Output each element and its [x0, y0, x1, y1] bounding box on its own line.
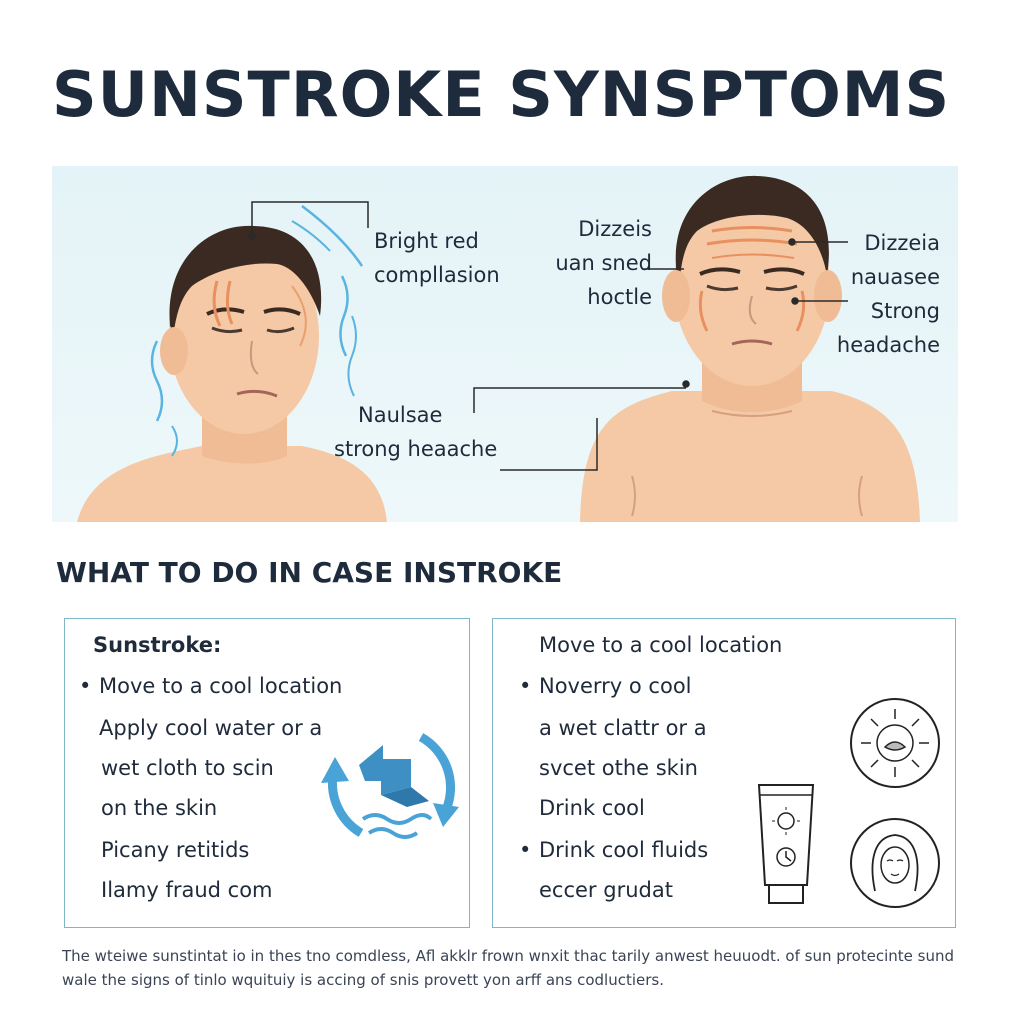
list-item: Move to a cool location — [99, 674, 343, 698]
footnote-line: wale the signs of tinlo wquituiy is acci… — [62, 971, 664, 989]
footnote: The wteiwe sunstintat io in thes tno com… — [62, 944, 962, 992]
list-item: Ilamy fraud com — [101, 878, 273, 902]
list-item: on the skin — [101, 796, 218, 820]
list-item: Drink cool — [539, 796, 645, 820]
bullet: • — [519, 838, 532, 862]
list-item: Move to a cool location — [539, 633, 783, 657]
footnote-line: The wteiwe sunstintat io in thes tno com… — [62, 947, 955, 965]
symptom-label-complexion: Bright red compllasion — [374, 229, 500, 287]
woman-face-icon — [850, 818, 940, 908]
list-item: eccer grudat — [539, 878, 673, 902]
right-man-figure — [580, 175, 920, 522]
list-item: Noverry o cool — [539, 674, 692, 698]
callout-lines — [248, 201, 848, 471]
symptom-label-nausea-left: Naulsae strong heaache — [334, 403, 498, 461]
list-item: Apply cool water or a — [99, 716, 323, 740]
symptom-illustration-panel: Bright red compllasion Naulsae strong he… — [52, 166, 958, 522]
left-advice-card: Sunstroke: • Move to a cool location App… — [64, 618, 470, 928]
sunstroke-illustration — [77, 175, 920, 522]
page-title: SUNSTROKE SYNSPTOMS — [52, 58, 951, 131]
cooling-arrows-icon — [321, 733, 459, 839]
card-label: Sunstroke: — [93, 633, 222, 657]
list-item: Picany retitids — [101, 838, 250, 862]
symptom-label-dizziness-center: Dizzeis uan sned hoctle — [555, 217, 652, 309]
right-advice-card: Move to a cool location • Noverry o cool… — [492, 618, 956, 928]
left-man-figure — [77, 205, 387, 522]
symptom-label-dizziness-right: Dizzeia nauasee Strong headache — [836, 231, 940, 357]
sun-face-icon — [850, 698, 940, 788]
section-heading: WHAT TO DO IN CASE INSTROKE — [56, 556, 563, 589]
list-item: wet cloth to scin — [101, 756, 274, 780]
bullet: • — [79, 674, 92, 698]
sunscreen-tube-icon — [757, 784, 815, 904]
list-item: svcet othe skin — [539, 756, 698, 780]
bullet: • — [519, 674, 532, 698]
list-item: Drink cool fluids — [539, 838, 709, 862]
list-item: a wet clattr or a — [539, 716, 707, 740]
